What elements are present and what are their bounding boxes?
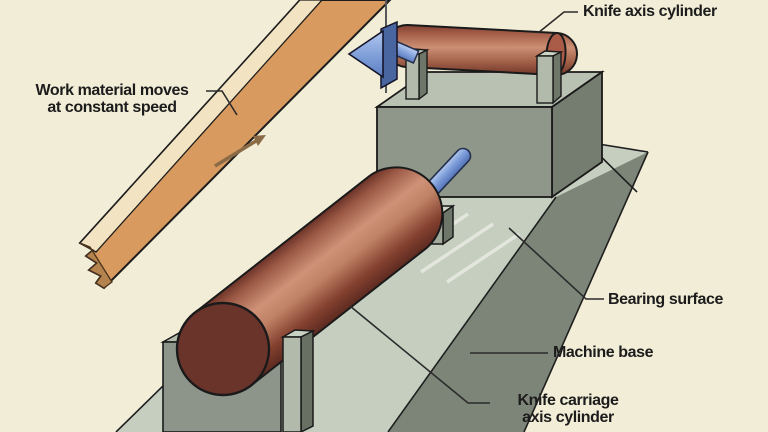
label-knife-axis-cylinder: Knife axis cylinder <box>583 3 717 20</box>
leader-knife-carriage <box>349 305 490 404</box>
small-cylinder-posts <box>403 48 564 105</box>
label-work-material: Work material moves at constant speed <box>14 82 210 116</box>
base-side-face <box>388 152 648 432</box>
leader-bearing-surface <box>508 227 604 300</box>
label-work-material-line2: at constant speed <box>47 99 177 116</box>
label-bearing-surface: Bearing surface <box>608 291 723 308</box>
label-knife-carriage-line1: Knife carriage <box>517 392 619 409</box>
board-broken-end <box>79 242 113 289</box>
label-machine-base: Machine base <box>553 344 654 361</box>
knife-carriage-axis-cylinder <box>175 166 444 397</box>
work-material-board <box>78 0 392 290</box>
knife-assembly <box>347 0 398 93</box>
big-cylinder-face <box>175 301 271 397</box>
feed-direction-arrow <box>214 135 266 168</box>
leader-knife-axis <box>537 11 578 34</box>
leader-lines <box>206 11 604 404</box>
knife-arrowhead <box>347 29 384 79</box>
label-knife-carriage: Knife carriage axis cylinder <box>492 392 644 426</box>
board-top-edge <box>78 0 323 253</box>
label-knife-carriage-line2: axis cylinder <box>522 409 614 426</box>
leader-work-material <box>206 90 238 116</box>
cradle-right-arm <box>280 329 316 432</box>
label-work-material-line1: Work material moves <box>35 82 189 99</box>
